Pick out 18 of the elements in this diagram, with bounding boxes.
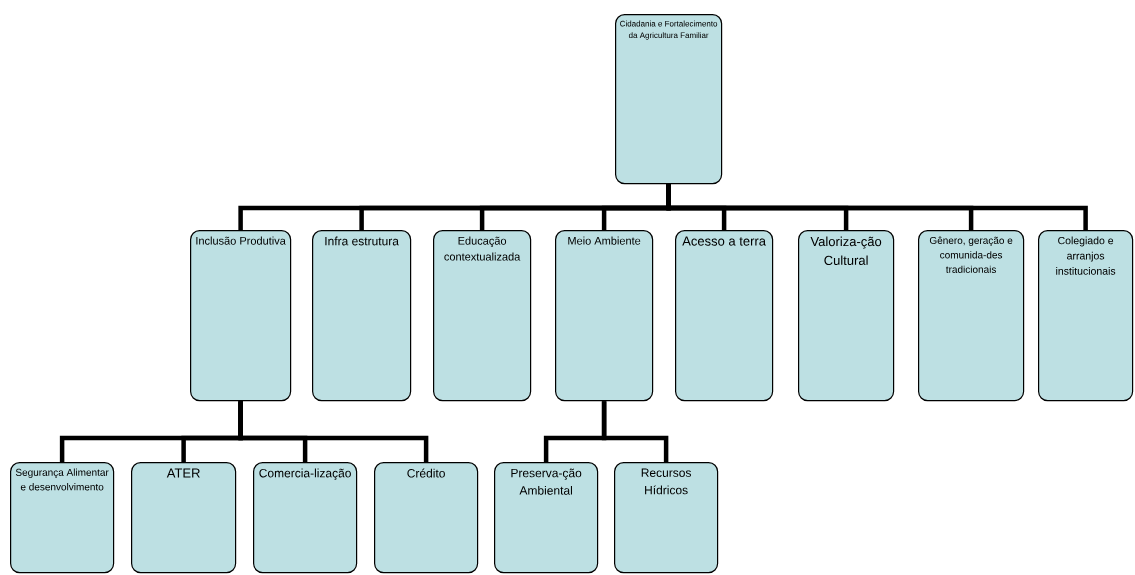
box: Inclusão Produtiva [190, 230, 292, 402]
box: Educação contextualizada [433, 230, 532, 402]
box: Colegiado e arranjos institucionais [1038, 230, 1134, 402]
box: Crédito [374, 462, 479, 574]
box: Gênero, geração e comunida-des tradicionais [918, 230, 1025, 402]
box: Recursos Hídricos [614, 462, 719, 574]
box: Cidadania e Fortalecimento da Agricultura Familiar [615, 14, 723, 185]
box: Valoriza-ção Cultural [798, 230, 895, 402]
box: Meio Ambiente [555, 230, 654, 402]
connector-line [666, 184, 1088, 230]
connector-line [601, 401, 669, 462]
box: Infra estrutura [312, 230, 412, 402]
box: ATER [131, 462, 237, 574]
box: Segurança Alimentar e desenvolvimento [10, 462, 115, 574]
box: Comercia-lização [253, 462, 358, 574]
connector-line [238, 401, 429, 462]
box: Acesso a terra [675, 230, 774, 402]
box: Preserva-ção Ambiental [494, 462, 599, 574]
